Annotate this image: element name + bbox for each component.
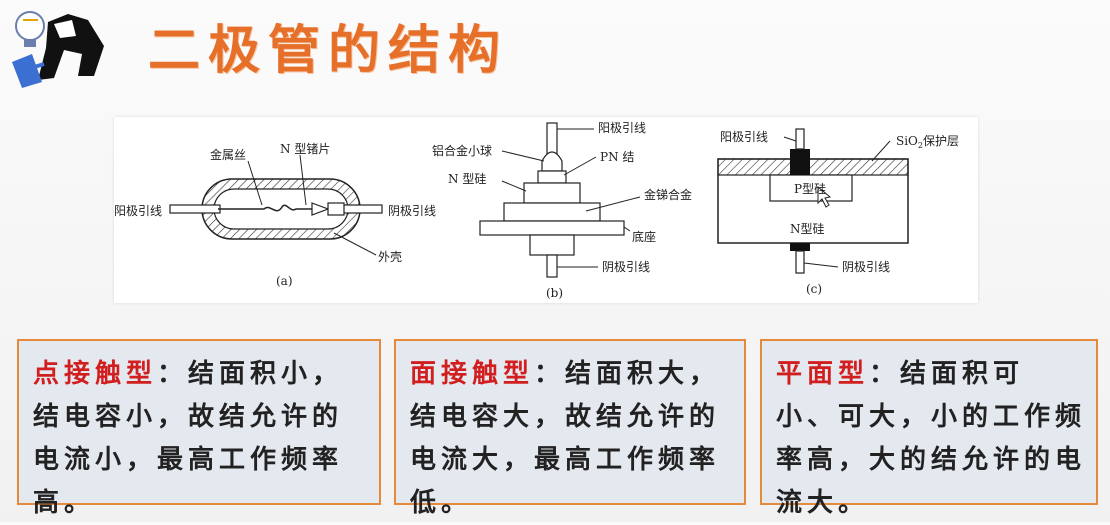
label-cathode-lead-a: 阴极引线 — [388, 204, 436, 218]
label-cathode-lead-b: 阴极引线 — [602, 260, 650, 274]
term-point-contact: 点接触型 — [33, 359, 158, 389]
label-metal-wire: 金属丝 — [210, 147, 246, 162]
caption-c: (c) — [806, 282, 822, 296]
point-contact-text: 点接触型：结面积小，结电容小，故结允许的电流小，最高工作频率高。 — [33, 359, 344, 518]
surface-contact-box: 面接触型：结面积大，结电容大，故结允许的电流大，最高工作频率低。 — [394, 339, 746, 518]
label-au-sb-alloy: 金锑合金 — [644, 187, 692, 202]
figure-c: 阳极引线 SiO2保护层 P型硅 N型硅 阴极引线 (c) — [717, 128, 959, 296]
label-anode-lead-a: 阳极引线 — [114, 204, 162, 218]
label-n-ge-chip: N 型锗片 — [280, 141, 330, 156]
point-contact-desc: 结面积小，结电容小，故结允许的电流小，最高工作频率高。 — [33, 359, 344, 518]
planar-box: 平面型：结面积可小、可大，小的工作频率高，大的结允许的电流大。 — [760, 339, 1098, 518]
label-n-si-c: N型硅 — [790, 222, 825, 236]
label-anode-lead-c: 阳极引线 — [720, 130, 768, 144]
label-base: 底座 — [632, 229, 656, 244]
label-pn-junction: PN 结 — [600, 150, 634, 164]
figure-panel: 金属丝 N 型锗片 阳极引线 阴极引线 外壳 (a) 阳极引线 铝合金小球 — [114, 117, 978, 303]
caption-b: (b) — [546, 286, 563, 300]
planar-text: 平面型：结面积可小、可大，小的工作频率高，大的结允许的电流大。 — [776, 359, 1087, 518]
surface-contact-desc: 结面积大，结电容大，故结允许的电流大，最高工作频率低。 — [410, 359, 721, 518]
mouse-cursor-icon — [817, 185, 832, 208]
label-p-si: P型硅 — [794, 182, 826, 196]
caption-a: (a) — [276, 274, 293, 288]
label-al-alloy-ball: 铝合金小球 — [432, 143, 492, 158]
label-anode-lead-b: 阳极引线 — [598, 121, 646, 135]
label-shell: 外壳 — [378, 250, 402, 264]
planar-desc: 结面积可小、可大，小的工作频率高，大的结允许的电流大。 — [776, 359, 1087, 518]
surface-contact-text: 面接触型：结面积大，结电容大，故结允许的电流大，最高工作频率低。 — [410, 359, 721, 518]
label-sio2-layer: SiO2保护层 — [896, 134, 959, 150]
point-contact-box: 点接触型：结面积小，结电容小，故结允许的电流小，最高工作频率高。 — [17, 339, 381, 518]
term-planar: 平面型 — [776, 359, 870, 389]
figure-b: 阳极引线 铝合金小球 PN 结 N 型硅 金锑合金 底座 阴极引线 (b) — [432, 121, 692, 300]
diode-structure-diagram: 金属丝 N 型锗片 阳极引线 阴极引线 外壳 (a) 阳极引线 铝合金小球 — [114, 121, 959, 300]
label-n-si-b: N 型硅 — [448, 172, 486, 186]
lightbulb-person-icon — [12, 11, 104, 88]
figure-a: 金属丝 N 型锗片 阳极引线 阴极引线 外壳 (a) — [114, 141, 436, 288]
page-title: 二极管的结构 — [148, 21, 509, 81]
term-surface-contact: 面接触型 — [410, 359, 535, 389]
label-cathode-lead-c: 阴极引线 — [842, 260, 890, 274]
